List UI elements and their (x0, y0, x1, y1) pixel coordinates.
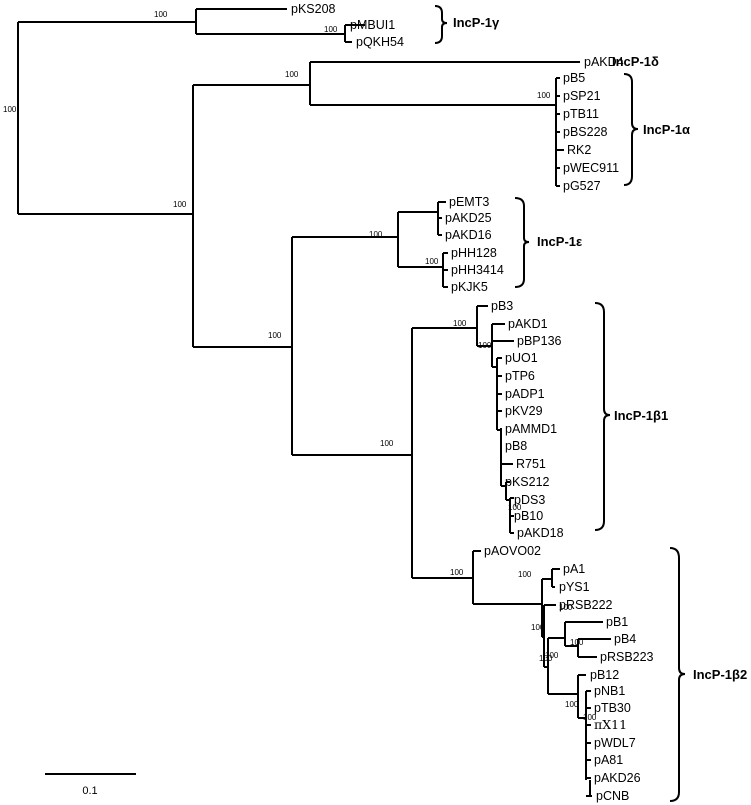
leaf-label: pSP21 (563, 89, 601, 103)
leaf-label: pAMMD1 (505, 422, 557, 436)
group-label: IncP-1β2 (693, 667, 747, 682)
group-label: IncP-1β1 (614, 408, 668, 423)
leaf-label: pAKD16 (445, 228, 492, 242)
bootstrap-value: 100 (425, 257, 439, 266)
leaf-label: pB3 (491, 299, 513, 313)
bootstrap-value: 100 (453, 319, 467, 328)
bootstrap-value: 100 (450, 568, 464, 577)
group-label: IncP-1ε (537, 234, 582, 249)
leaf-label: pRSB223 (600, 650, 654, 664)
bootstrap-value: 100 (268, 331, 282, 340)
scale-bar-label: 0.1 (82, 785, 97, 797)
leaf-label: pKS212 (505, 475, 550, 489)
leaf-label: pB8 (505, 439, 527, 453)
leaf-label: pNB1 (594, 684, 625, 698)
leaf-label: pRSB222 (559, 598, 613, 612)
leaf-label: pAKD25 (445, 211, 492, 225)
leaf-label: pB12 (590, 668, 619, 682)
leaf-label: pB10 (514, 509, 543, 523)
bootstrap-value: 100 (369, 230, 383, 239)
bootstrap-labels: 1001001001001001001001001001001001001001… (3, 10, 597, 722)
group-label: IncP-1γ (453, 15, 500, 30)
leaf-label: R751 (516, 457, 546, 471)
bootstrap-value: 100 (508, 503, 522, 512)
group-label: IncP-1δ (612, 54, 659, 69)
leaf-label: pHH3414 (451, 263, 504, 277)
leaf-label: pB5 (563, 71, 585, 85)
leaf-label: pDS3 (514, 493, 545, 507)
leaf-label: pAKD1 (508, 317, 548, 331)
leaf-label: pCNB (596, 789, 629, 803)
leaf-label: pKJK5 (451, 280, 488, 294)
group-label: IncP-1α (643, 122, 690, 137)
leaf-label: pAKD26 (594, 771, 641, 785)
bootstrap-value: 100 (154, 10, 168, 19)
group-labels: IncP-1γIncP-1δIncP-1αIncP-1εIncP-1β1IncP… (453, 15, 747, 682)
leaf-label: pG527 (563, 179, 601, 193)
bootstrap-value: 100 (380, 439, 394, 448)
tree-branches (17, 8, 611, 797)
bootstrap-value: 100 (537, 91, 551, 100)
bootstrap-value: 100 (173, 200, 187, 209)
bootstrap-value: 100 (539, 654, 553, 663)
leaf-label: pKV29 (505, 404, 543, 418)
leaf-label: pKS208 (291, 2, 336, 16)
bootstrap-value: 100 (559, 603, 573, 612)
bootstrap-value: 100 (531, 623, 545, 632)
leaf-label: pTB30 (594, 701, 631, 715)
leaf-label: pMBUI1 (350, 18, 395, 32)
leaf-label: pWDL7 (594, 736, 636, 750)
leaf-label: πX11 (594, 717, 627, 732)
leaf-label: pAOVO02 (484, 544, 541, 558)
group-brackets (434, 5, 686, 802)
bootstrap-value: 100 (3, 105, 17, 114)
bootstrap-value: 100 (324, 25, 338, 34)
leaf-label: pBS228 (563, 125, 608, 139)
leaf-label: pUO1 (505, 351, 538, 365)
bootstrap-value: 100 (583, 713, 597, 722)
leaf-label: pYS1 (559, 580, 590, 594)
bootstrap-value: 100 (565, 700, 579, 709)
leaf-label: pA81 (594, 753, 623, 767)
leaf-label: pA1 (563, 562, 585, 576)
leaf-label: pADP1 (505, 387, 545, 401)
leaf-label: pAKD4 (584, 55, 624, 69)
leaf-label: RK2 (567, 143, 591, 157)
leaf-label: pHH128 (451, 246, 497, 260)
leaf-labels: pKS208 pMBUI1 pQKH54 pAKD4 pB5 pSP21 pTB11 pBS2… (291, 2, 654, 803)
leaf-label: pB4 (614, 632, 636, 646)
leaf-label: pQKH54 (356, 35, 404, 49)
leaf-label: pBP136 (517, 334, 562, 348)
bootstrap-value: 100 (545, 651, 559, 660)
bootstrap-value: 100 (285, 70, 299, 79)
bootstrap-value: 100 (478, 341, 492, 350)
leaf-label: pTB11 (563, 107, 599, 121)
leaf-label: pAKD18 (517, 526, 564, 540)
scale-bar: 0.1 (45, 773, 136, 797)
bootstrap-value: 100 (518, 570, 532, 579)
leaf-label: pTP6 (505, 369, 535, 383)
bootstrap-value: 100 (570, 638, 584, 647)
leaf-label: pWEC911 (563, 161, 619, 175)
leaf-label: pB1 (606, 615, 628, 629)
leaf-label: pEMT3 (449, 195, 489, 209)
